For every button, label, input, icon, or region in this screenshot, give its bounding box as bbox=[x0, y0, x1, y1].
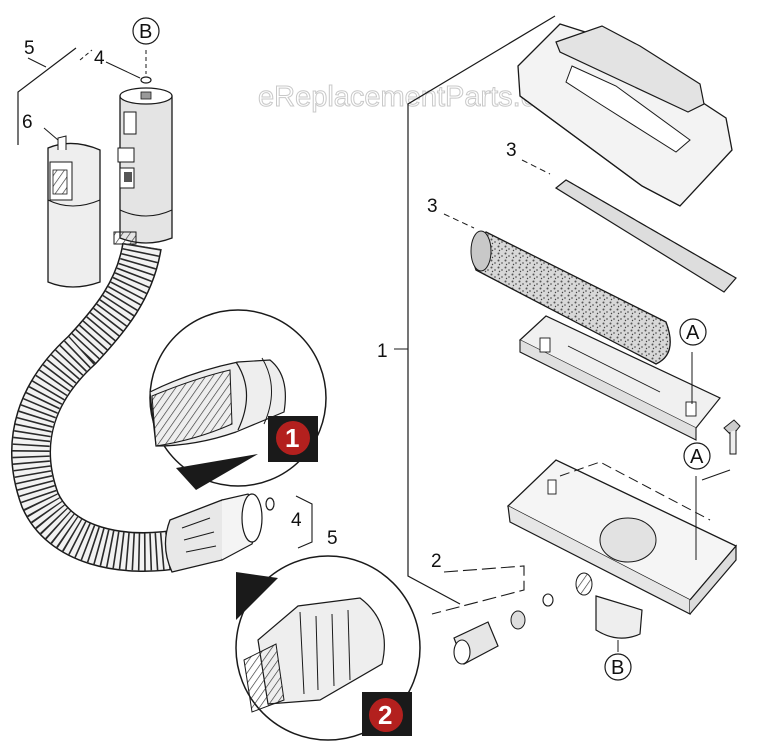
nozzle-group bbox=[394, 15, 741, 665]
callout-2: 2 bbox=[431, 551, 442, 572]
bracket-1 bbox=[407, 15, 556, 605]
badge-1-label: 1 bbox=[285, 423, 299, 453]
callout-5-bottom: 5 bbox=[327, 528, 338, 549]
handle-group bbox=[11, 47, 313, 573]
detail-circle-1: 1 bbox=[149, 309, 327, 490]
callout-4-top: 4 bbox=[94, 48, 105, 69]
callout-6: 6 bbox=[22, 112, 33, 133]
o-ring-bottom bbox=[265, 497, 275, 511]
ref-a-upper: A bbox=[679, 318, 707, 346]
ref-a-lower-label: A bbox=[690, 446, 704, 468]
nozzle-base bbox=[506, 459, 738, 615]
roller-tray bbox=[518, 315, 721, 441]
detail-circle-2: 2 bbox=[235, 555, 421, 741]
callout-5-top: 5 bbox=[24, 38, 35, 59]
badge-1 bbox=[276, 421, 310, 455]
screw bbox=[723, 419, 741, 455]
handle-tube bbox=[113, 87, 173, 245]
nozzle-top-cover bbox=[517, 23, 733, 207]
brush-strip bbox=[554, 179, 737, 293]
o-ring-top bbox=[140, 76, 152, 84]
callout-4-bottom: 4 bbox=[291, 510, 302, 531]
bracket-5-top bbox=[17, 47, 77, 145]
foam-roller bbox=[470, 230, 671, 365]
wheel-parts-2 bbox=[453, 593, 554, 665]
flexible-hose bbox=[11, 242, 189, 572]
bracket-2 bbox=[431, 565, 525, 615]
bracket-5-bottom bbox=[295, 495, 313, 549]
ref-a-upper-label: A bbox=[686, 322, 700, 344]
callout-1: 1 bbox=[377, 341, 388, 362]
ref-b-bottom-label: B bbox=[611, 657, 624, 679]
hose-swivel-end bbox=[164, 493, 263, 573]
ref-b-top: B bbox=[132, 17, 160, 45]
sleeve-part-6 bbox=[43, 127, 101, 288]
callout-3-upper: 3 bbox=[506, 140, 517, 161]
badge-2-label: 2 bbox=[378, 700, 392, 730]
swivel-neck bbox=[575, 572, 643, 639]
ref-a-lower: A bbox=[683, 442, 711, 470]
badge-2 bbox=[369, 698, 403, 732]
callout-3-lower: 3 bbox=[427, 196, 438, 217]
ref-b-top-label: B bbox=[139, 21, 152, 43]
ref-b-bottom: B bbox=[604, 653, 632, 681]
